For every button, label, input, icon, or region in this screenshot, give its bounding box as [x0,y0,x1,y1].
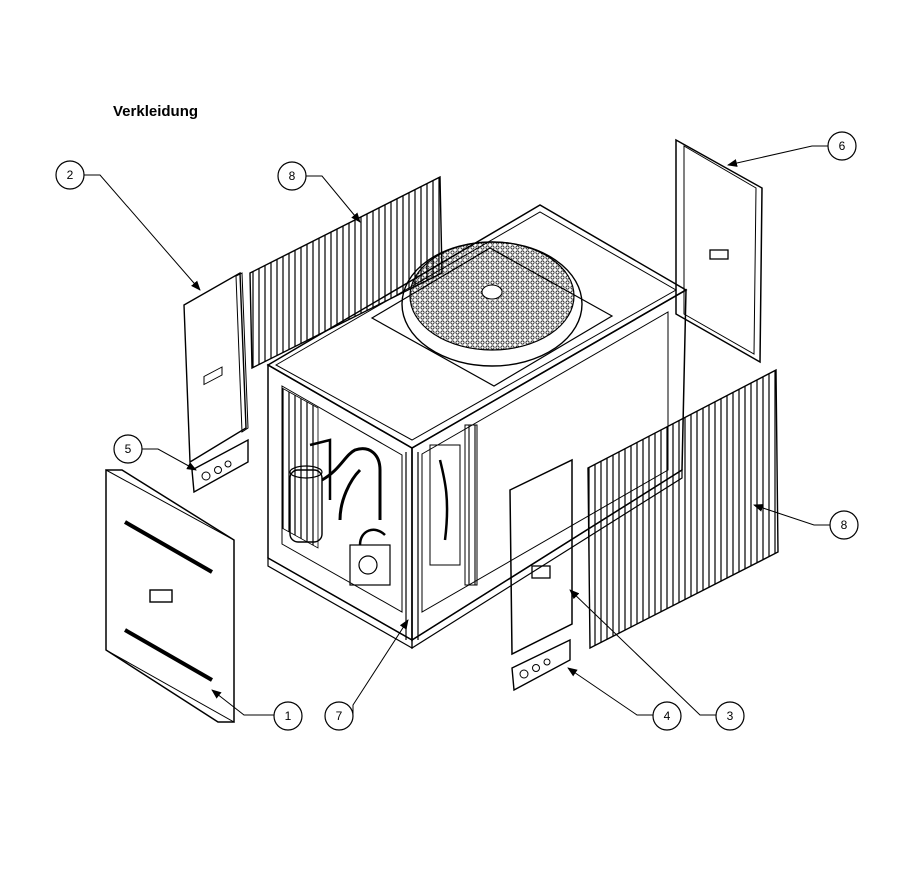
svg-text:5: 5 [125,442,132,456]
callout-4: 4 [652,701,682,731]
callout-6: 6 [827,131,857,161]
condenser-fan [370,241,614,387]
leader-lines [84,145,830,716]
callout-1: 1 [273,701,303,731]
callout-2: 2 [55,160,85,190]
callout-7: 7 [324,701,354,731]
svg-text:4: 4 [664,709,671,723]
svg-text:8: 8 [289,169,296,183]
service-panel-right [675,138,763,364]
svg-text:8: 8 [841,518,848,532]
svg-text:3: 3 [727,709,734,723]
grille-panel-lower [587,368,779,650]
callout-8-lower: 8 [829,510,859,540]
callout-8-upper: 8 [277,161,307,191]
callout-3: 3 [715,701,745,731]
svg-text:7: 7 [336,709,343,723]
svg-text:1: 1 [285,709,292,723]
grille-panel-upper [249,175,443,370]
door-panel [509,458,573,656]
svg-text:2: 2 [67,168,74,182]
side-panel-left-upper [183,271,249,464]
diagram-title: Verkleidung [113,103,199,120]
front-panel [105,469,235,723]
control-plate-left [191,438,249,494]
callout-5: 5 [113,434,143,464]
control-plate-right [511,638,571,692]
svg-text:6: 6 [839,139,846,153]
internal-components [281,387,478,586]
